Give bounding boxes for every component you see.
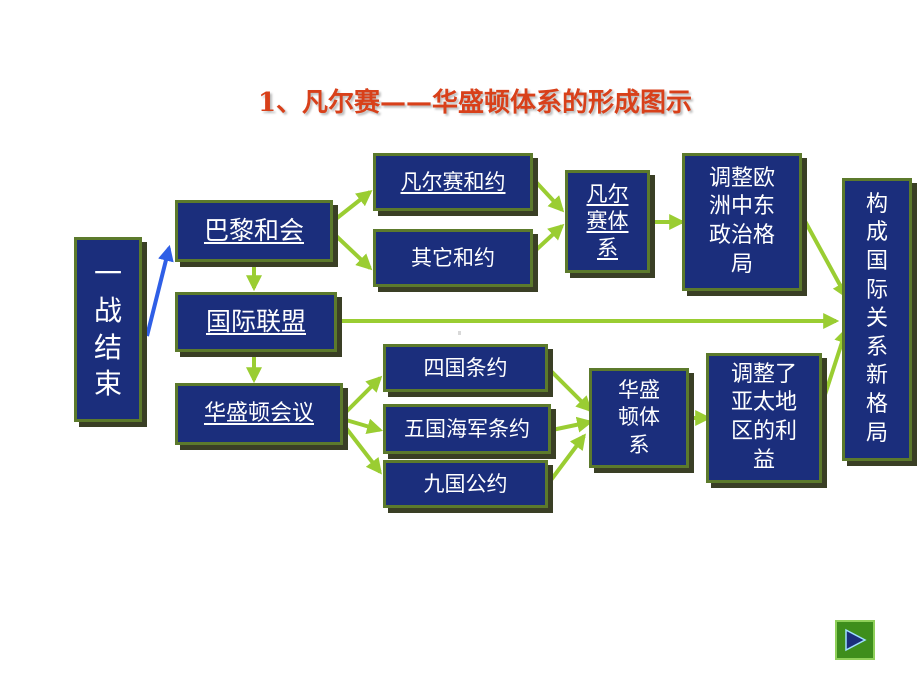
node-washington-system: 华盛顿体系 [589,368,689,468]
node-four-power-treaty: 四国条约 [383,344,548,392]
node-five-power-naval-treaty: 五国海军条约 [383,404,551,454]
node-versailles-system[interactable]: 凡尔赛体系 [565,170,650,273]
node-paris-conference[interactable]: 巴黎和会 [175,200,333,262]
stray-dot [458,331,461,335]
node-ww1-end: 一战结束 [74,237,142,422]
node-versailles-treaty[interactable]: 凡尔赛和约 [373,153,533,211]
node-nine-power-treaty: 九国公约 [383,460,548,508]
node-other-treaties: 其它和约 [373,229,533,287]
node-adjust-asia-pacific: 调整了亚太地区的利益 [706,353,822,483]
next-slide-button[interactable] [835,620,875,660]
node-adjust-europe: 调整欧洲中东政治格局 [682,153,802,291]
node-league-of-nations[interactable]: 国际联盟 [175,292,337,352]
node-new-pattern: 构成国际关系新格局 [842,178,912,461]
play-triangle-icon [845,628,867,652]
page-title: 1、凡尔赛——华盛顿体系的形成图示 [257,88,693,118]
node-washington-conference[interactable]: 华盛顿会议 [175,383,343,445]
